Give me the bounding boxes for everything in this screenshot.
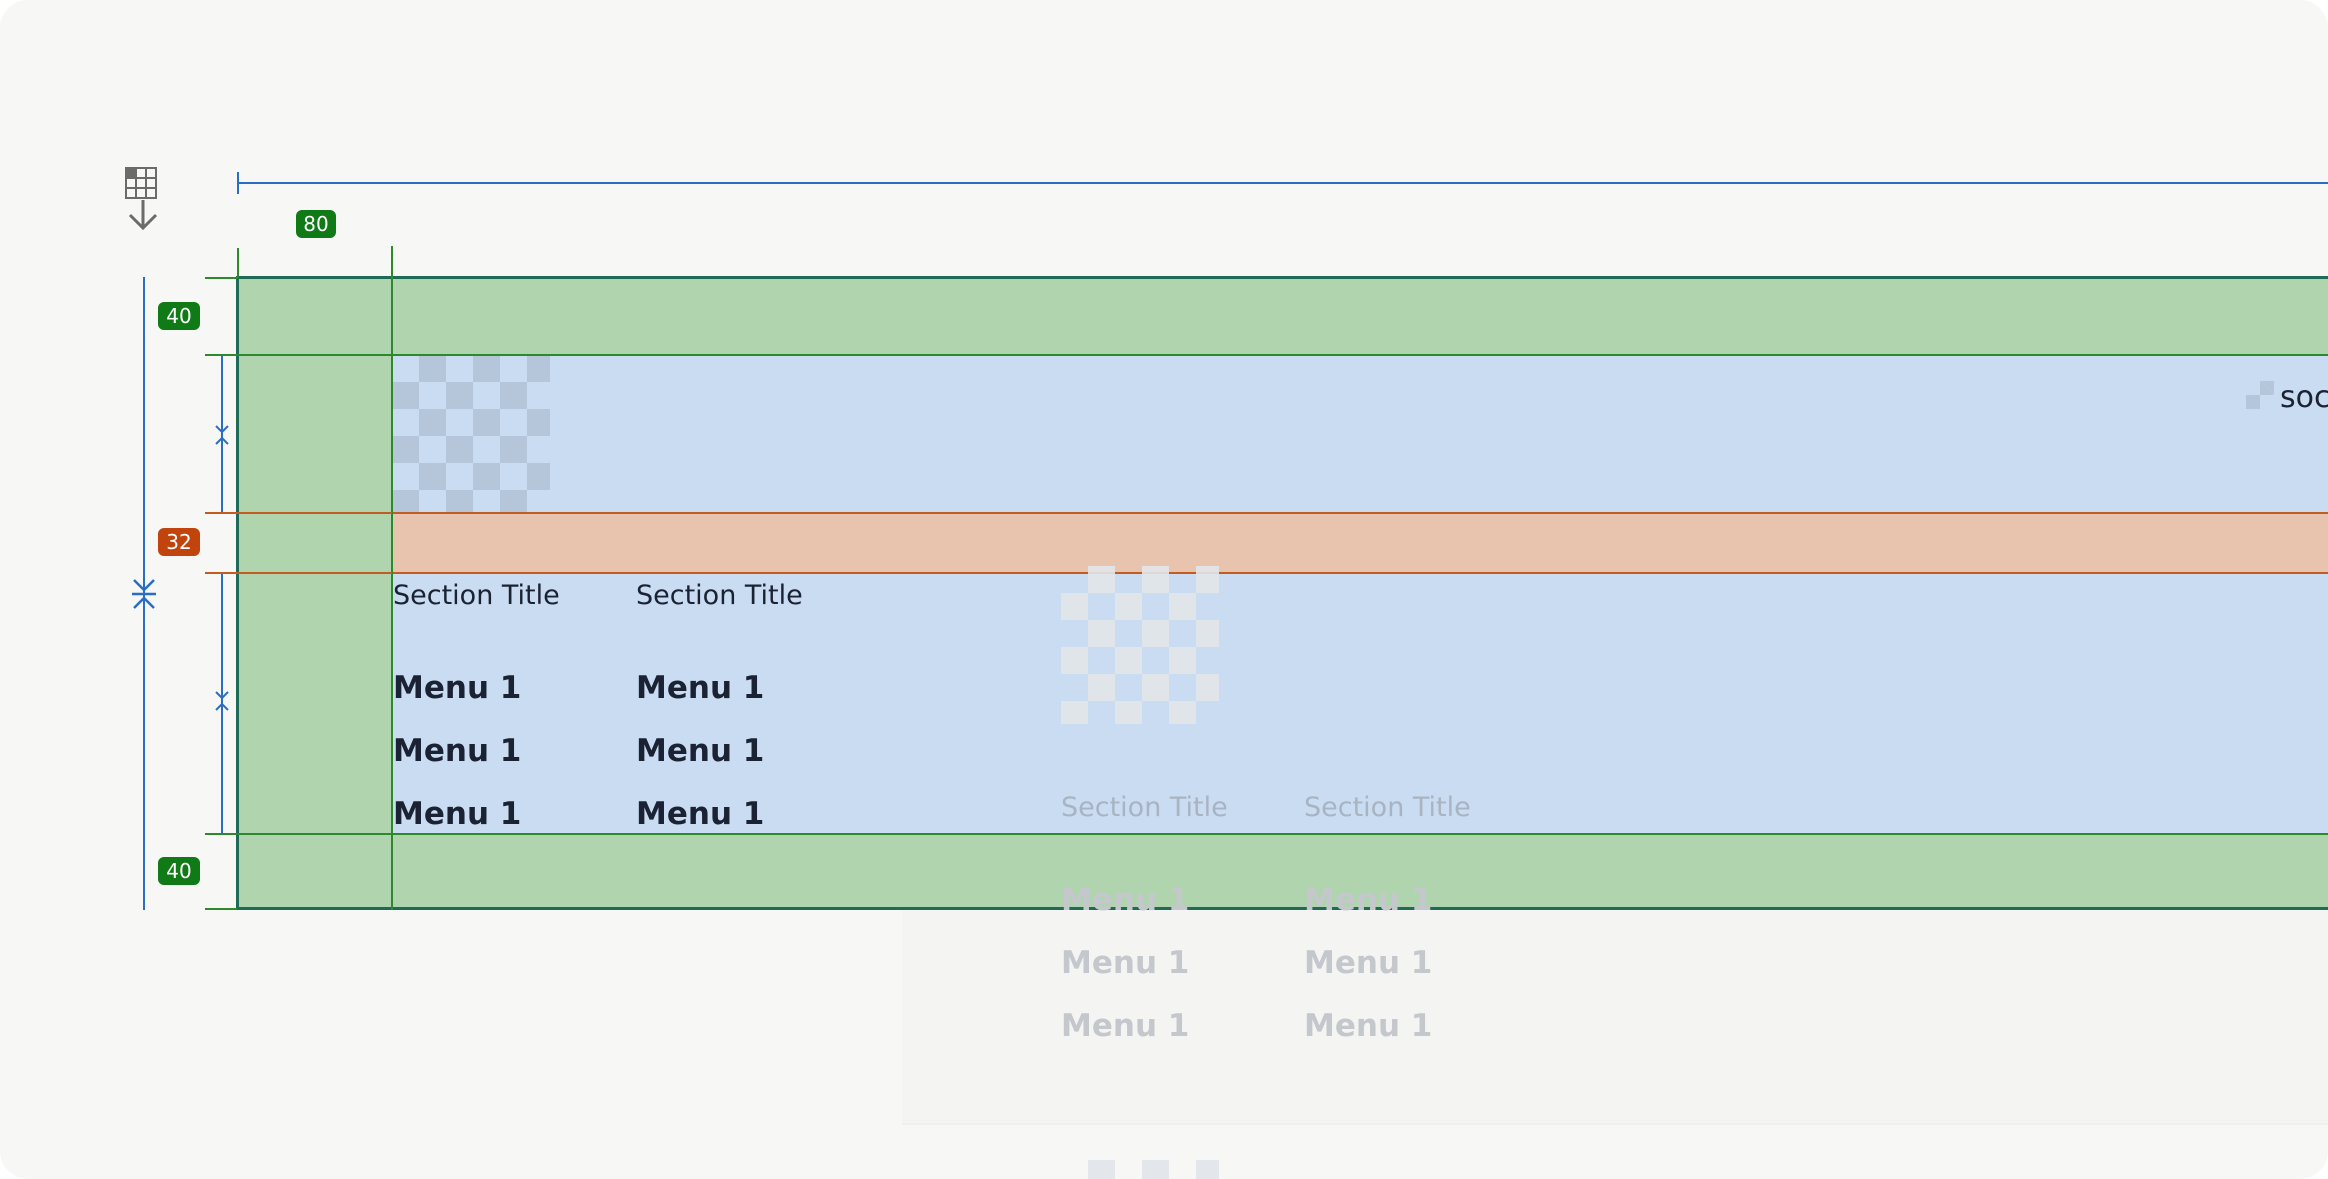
social-label: soc	[2280, 380, 2328, 415]
menu-item[interactable]: Menu 1	[636, 733, 765, 769]
ghost-section-title-1: Section Title	[1061, 792, 1228, 823]
guide-bottom-padding	[205, 833, 2328, 835]
guide-left-margin	[391, 246, 393, 910]
ghost-divider	[902, 1123, 2328, 1125]
ghost-menu-item: Menu 1	[1061, 945, 1190, 981]
gap-tick-top	[205, 512, 392, 514]
grid-layout-icon[interactable]	[124, 166, 160, 234]
image-placeholder-icon	[392, 355, 550, 512]
bottom-padding-badge: 40	[158, 857, 200, 885]
guide-tick-top	[205, 277, 237, 279]
width-measure-cap	[237, 172, 239, 194]
guide-top-padding	[205, 354, 2328, 356]
menu-item[interactable]: Menu 1	[393, 733, 522, 769]
bottom-area-measure-marker	[215, 691, 229, 711]
ghost-section-title-2: Section Title	[1304, 792, 1471, 823]
height-measure-marker	[132, 579, 156, 609]
top-padding-badge: 40	[158, 302, 200, 330]
ghost-menu-item: Menu 1	[1061, 1008, 1190, 1044]
menu-item[interactable]: Menu 1	[393, 796, 522, 832]
width-measure-line	[237, 182, 2328, 184]
gap-badge: 32	[158, 528, 200, 556]
menu-item[interactable]: Menu 1	[636, 670, 765, 706]
menu-item[interactable]: Menu 1	[636, 796, 765, 832]
social-icon	[2246, 381, 2274, 409]
top-area-measure	[221, 355, 223, 512]
gap-band	[392, 512, 2328, 574]
arrow-down-icon	[128, 200, 158, 231]
section-title-1: Section Title	[393, 580, 560, 611]
section-title-2: Section Title	[636, 580, 803, 611]
top-content-area	[392, 355, 2328, 512]
menu-item[interactable]: Menu 1	[393, 670, 522, 706]
bottom-content-area	[392, 574, 2328, 834]
top-area-measure-marker	[215, 425, 229, 445]
ghost-image-placeholder-2	[1061, 1160, 1219, 1179]
ghost-menu-item: Menu 1	[1304, 882, 1433, 918]
ghost-menu-item: Menu 1	[1061, 882, 1190, 918]
ghost-menu-item: Menu 1	[1304, 1008, 1433, 1044]
gap-tick-bottom	[205, 572, 392, 574]
width-badge: 80	[296, 210, 336, 238]
ghost-menu-item: Menu 1	[1304, 945, 1433, 981]
guide-tick-bottom	[205, 908, 237, 910]
guide-frame-edge	[237, 248, 239, 278]
ghost-image-placeholder	[1061, 566, 1219, 724]
